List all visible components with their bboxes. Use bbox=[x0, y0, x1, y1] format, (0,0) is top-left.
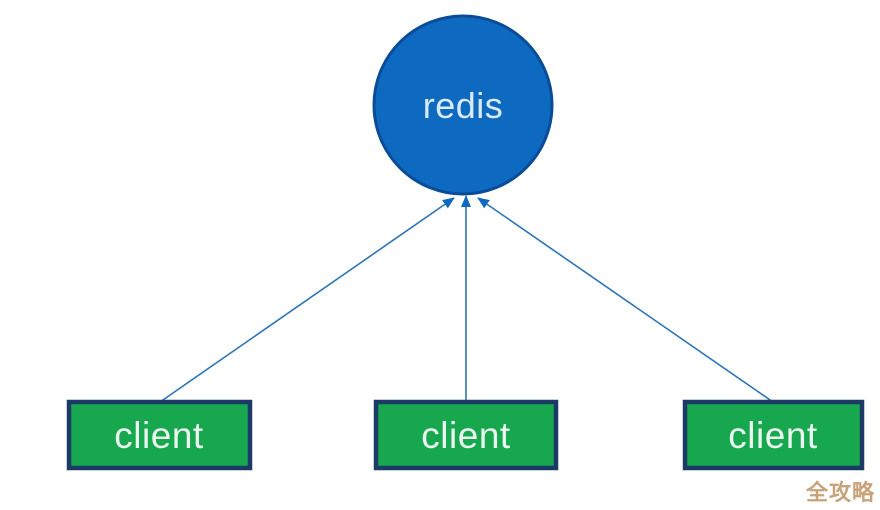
client-node-2-label: client bbox=[421, 415, 511, 456]
client-node-2 bbox=[373, 399, 559, 471]
connector-line-client3-redis bbox=[477, 197, 774, 403]
client-node-1 bbox=[66, 399, 253, 471]
redis-node-label: redis bbox=[423, 85, 504, 126]
client-node-3-label: client bbox=[728, 415, 818, 456]
watermark-text: 全攻略 bbox=[805, 480, 875, 505]
client-node-3 bbox=[682, 399, 865, 471]
client-node-1-label: client bbox=[114, 415, 204, 456]
redis-node bbox=[372, 14, 554, 196]
connector-line-client1-redis bbox=[159, 197, 455, 403]
